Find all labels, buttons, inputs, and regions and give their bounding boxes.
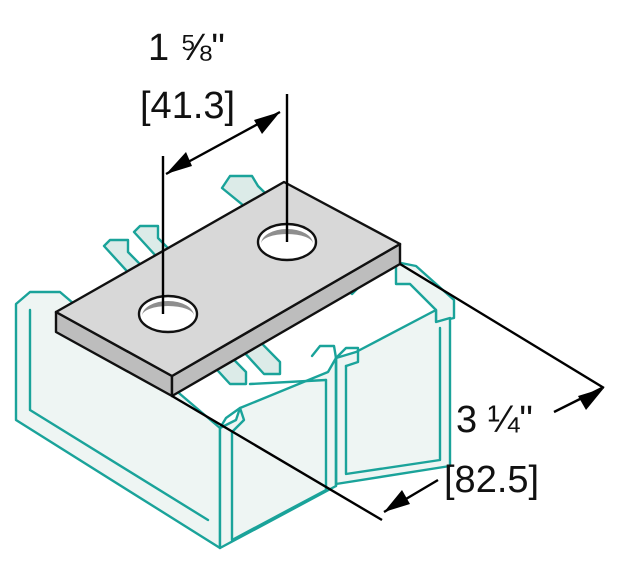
dim-arrow-icon	[384, 490, 410, 512]
channel-left-inner	[230, 378, 328, 542]
channel-left-face	[218, 356, 338, 550]
channel-right-inner	[344, 326, 442, 476]
dim-arrow-icon	[166, 152, 192, 174]
plate-top-face	[54, 180, 402, 378]
channel-left-lip	[218, 406, 246, 434]
channel-right-lip	[334, 346, 360, 368]
length-imperial-label: 3 ¼"	[456, 399, 533, 441]
width-imperial-label: 1 ⅝"	[148, 27, 225, 69]
width-dimension	[161, 94, 289, 314]
fitting-plate	[54, 180, 402, 398]
channel-floor-edge	[248, 378, 328, 386]
channel-right-face	[334, 308, 452, 486]
channel-mid-lip	[310, 344, 338, 360]
dim-arrow-icon	[578, 388, 604, 410]
length-dimension	[171, 262, 605, 522]
length-metric-label: [82.5]	[444, 459, 539, 501]
channel-inner-edge	[28, 308, 210, 522]
bolt-hole-left	[137, 294, 199, 334]
width-metric-label: [41.3]	[140, 85, 235, 127]
dim-arrow-icon	[254, 112, 280, 134]
